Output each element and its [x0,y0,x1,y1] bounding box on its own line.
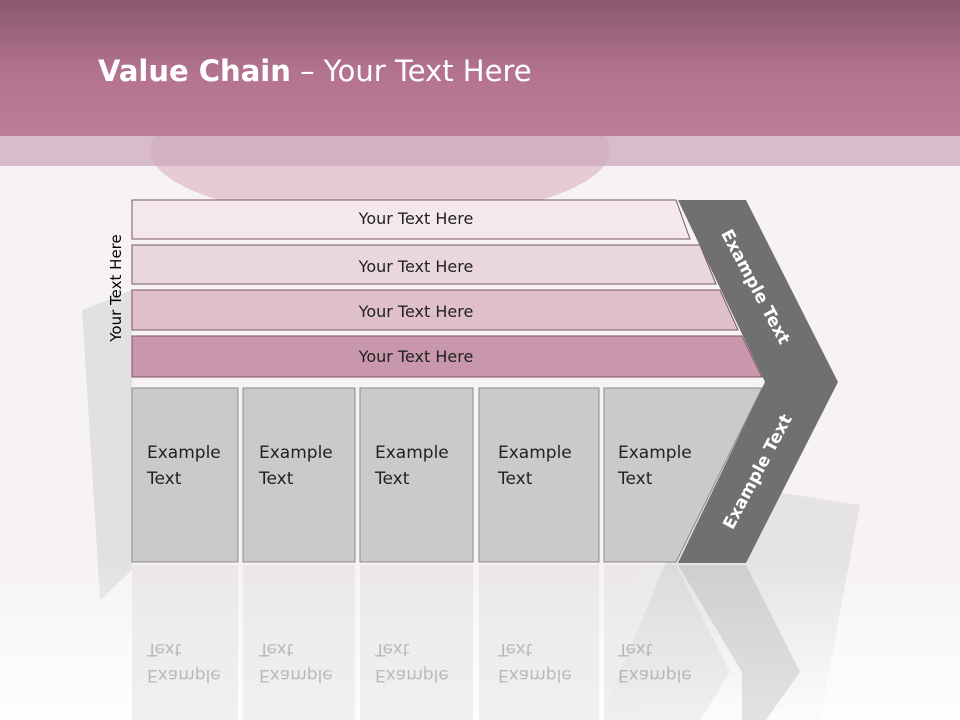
box-5-line1: Example [618,443,692,463]
bar-4-label: Your Text Here [358,347,474,366]
chevron-arrow [678,200,838,563]
box-1-line1: Example [147,443,221,463]
bar-3-label: Your Text Here [358,302,474,321]
box-3 [359,387,474,563]
bar-2 [131,244,717,285]
box-5-line2: Text [618,469,653,489]
title-rest: – Your Text Here [290,54,532,88]
box-2-line2: Text [259,469,294,489]
box-2 [242,387,356,563]
bar-2-label: Your Text Here [358,257,474,276]
bar-1-label: Your Text Here [358,209,474,228]
bar-1 [131,199,691,240]
slide-title: Value Chain – Your Text Here [98,54,532,88]
money-stack-shape [82,290,132,600]
bar-4 [131,335,763,378]
header-strip [0,136,960,166]
boxes-reflection [132,565,730,720]
box-1-label: Example Text [147,440,221,492]
chevron-arrow-reflection [678,565,800,720]
box-4-label: Example Text [498,440,572,492]
box-1-line2: Text [147,469,182,489]
box-4-line1: Example [498,443,572,463]
box-1 [131,387,239,563]
box-5 [603,387,763,563]
bar-3 [131,289,739,331]
box-3-label: Example Text [375,440,449,492]
header-band [0,0,960,136]
box-2-label: Example Text [259,440,333,492]
box-3-line1: Example [375,443,449,463]
box-4-line2: Text [498,469,533,489]
box-4 [478,387,600,563]
title-bold: Value Chain [98,54,291,88]
box-5-label: Example Text [618,440,692,492]
box-2-line1: Example [259,443,333,463]
box-3-line2: Text [375,469,410,489]
